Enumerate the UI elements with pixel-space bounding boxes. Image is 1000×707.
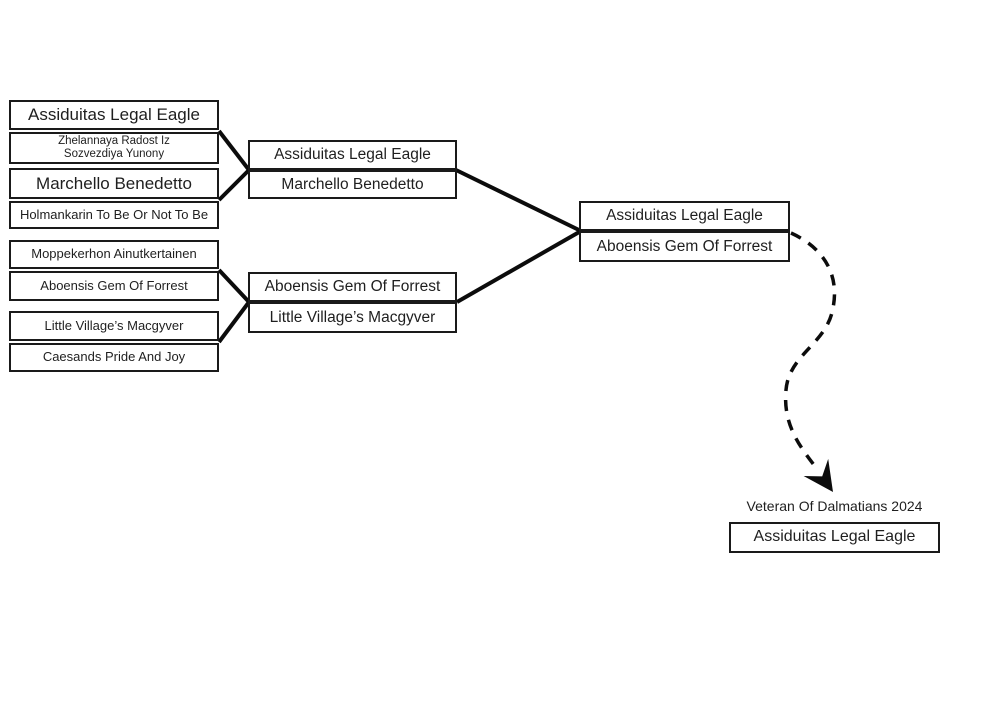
ancestor-label-line1: Zhelannaya Radost Iz xyxy=(58,134,170,147)
offspring-pair-box: Assiduitas Legal Eagle xyxy=(579,201,790,231)
parent-label: Little Village’s Macgyver xyxy=(269,308,436,326)
ancestor-label: Moppekerhon Ainutkertainen xyxy=(31,246,197,262)
ancestor-box: Aboensis Gem Of Forrest xyxy=(9,271,219,301)
parent-label: Assiduitas Legal Eagle xyxy=(274,146,431,164)
ancestor-box: Marchello Benedetto xyxy=(9,168,219,199)
dashed-curve xyxy=(783,231,837,467)
ancestor-label: Caesands Pride And Joy xyxy=(42,349,186,365)
ancestor-box: Holmankarin To Be Or Not To Be xyxy=(9,201,219,229)
parent-pair-box: Assiduitas Legal Eagle xyxy=(248,140,457,170)
offspring-label: Aboensis Gem Of Forrest xyxy=(596,237,773,255)
connector-line xyxy=(217,268,251,304)
connector-line xyxy=(217,129,251,172)
ancestor-label: Holmankarin To Be Or Not To Be xyxy=(19,206,209,222)
connector-line xyxy=(456,229,582,304)
award-winner-box: Assiduitas Legal Eagle xyxy=(729,522,940,553)
ancestor-box: Moppekerhon Ainutkertainen xyxy=(9,240,219,269)
parent-label: Aboensis Gem Of Forrest xyxy=(264,278,441,296)
ancestor-box: Assiduitas Legal Eagle xyxy=(9,100,219,130)
ancestor-label: Assiduitas Legal Eagle xyxy=(27,105,200,125)
award-caption: Veteran Of Dalmatians 2024 xyxy=(746,498,923,514)
ancestor-label: Aboensis Gem Of Forrest xyxy=(40,277,188,293)
ancestor-label: Marchello Benedetto xyxy=(36,173,192,193)
connector-line xyxy=(217,168,251,202)
ancestor-label: Little Village’s Macgyver xyxy=(44,317,184,333)
ancestor-box: Zhelannaya Radost Iz Sozvezdiya Yunony xyxy=(9,132,219,164)
ancestor-box: Caesands Pride And Joy xyxy=(9,343,219,372)
parent-pair-box: Aboensis Gem Of Forrest xyxy=(248,272,457,302)
ancestor-label-line2: Sozvezdiya Yunony xyxy=(63,148,165,160)
connector-line xyxy=(217,300,251,344)
parent-pair-box: Little Village’s Macgyver xyxy=(248,302,457,333)
award-winner-label: Assiduitas Legal Eagle xyxy=(753,528,916,546)
ancestor-box: Little Village’s Macgyver xyxy=(9,311,219,341)
offspring-label: Assiduitas Legal Eagle xyxy=(606,207,763,225)
offspring-pair-box: Aboensis Gem Of Forrest xyxy=(579,231,790,262)
parent-label: Marchello Benedetto xyxy=(281,175,424,193)
arrowhead-icon xyxy=(803,458,833,492)
connector-line xyxy=(455,168,582,233)
parent-pair-box: Marchello Benedetto xyxy=(248,170,457,199)
